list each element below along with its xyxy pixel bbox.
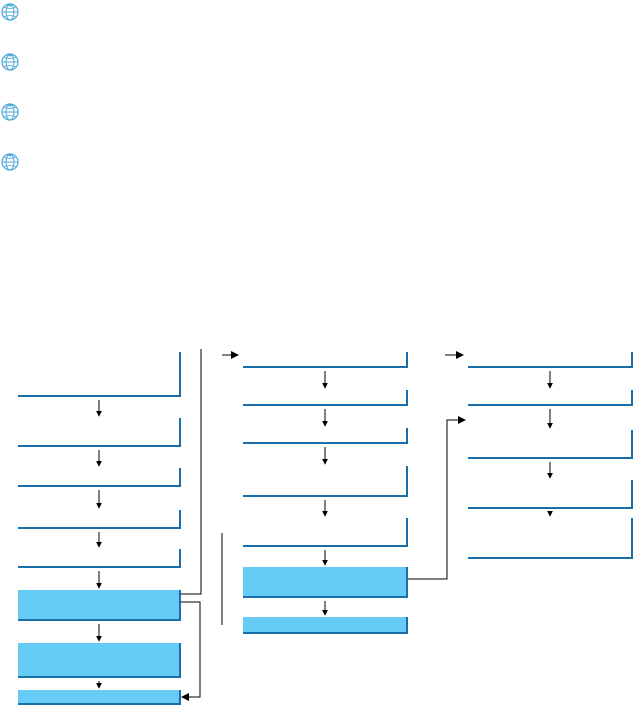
col3-box1 [468, 352, 633, 368]
col3-box2 [468, 390, 633, 406]
arrowhead-col3-mid [458, 416, 466, 424]
col1-box2 [18, 418, 181, 447]
col1-box5 [18, 549, 181, 568]
col2-box2 [243, 390, 408, 406]
bullet-icon-1 [1, 3, 19, 21]
connector-col1-to-col2 [181, 349, 231, 595]
col1-box1 [18, 352, 181, 397]
col2-box4 [243, 466, 408, 497]
col2-box6 [243, 567, 408, 598]
arrowhead-col3-top [456, 351, 464, 359]
arrowhead-col2-top [231, 351, 239, 359]
bullet-icon-3 [1, 103, 19, 121]
col1-box8 [18, 690, 181, 705]
diagram-connectors [96, 349, 553, 701]
col3-box4 [468, 480, 633, 509]
col3-box3 [468, 430, 633, 459]
arrowhead-loop [181, 693, 189, 701]
col1-box6 [18, 590, 181, 621]
col1-box3 [18, 468, 181, 487]
connector-col2-to-col3 [408, 419, 458, 580]
bullet-icon-4 [1, 153, 19, 171]
col2-box3 [243, 428, 408, 444]
loop-connector-col1 [181, 601, 201, 698]
col3-box5 [468, 518, 633, 559]
diagram-boxes [18, 352, 633, 705]
bullet-icon-2 [1, 53, 19, 71]
col2-box5 [243, 518, 408, 547]
col2-box7 [243, 617, 408, 634]
col1-box4 [18, 510, 181, 529]
col1-box7 [18, 643, 181, 678]
col2-box1 [243, 352, 408, 368]
